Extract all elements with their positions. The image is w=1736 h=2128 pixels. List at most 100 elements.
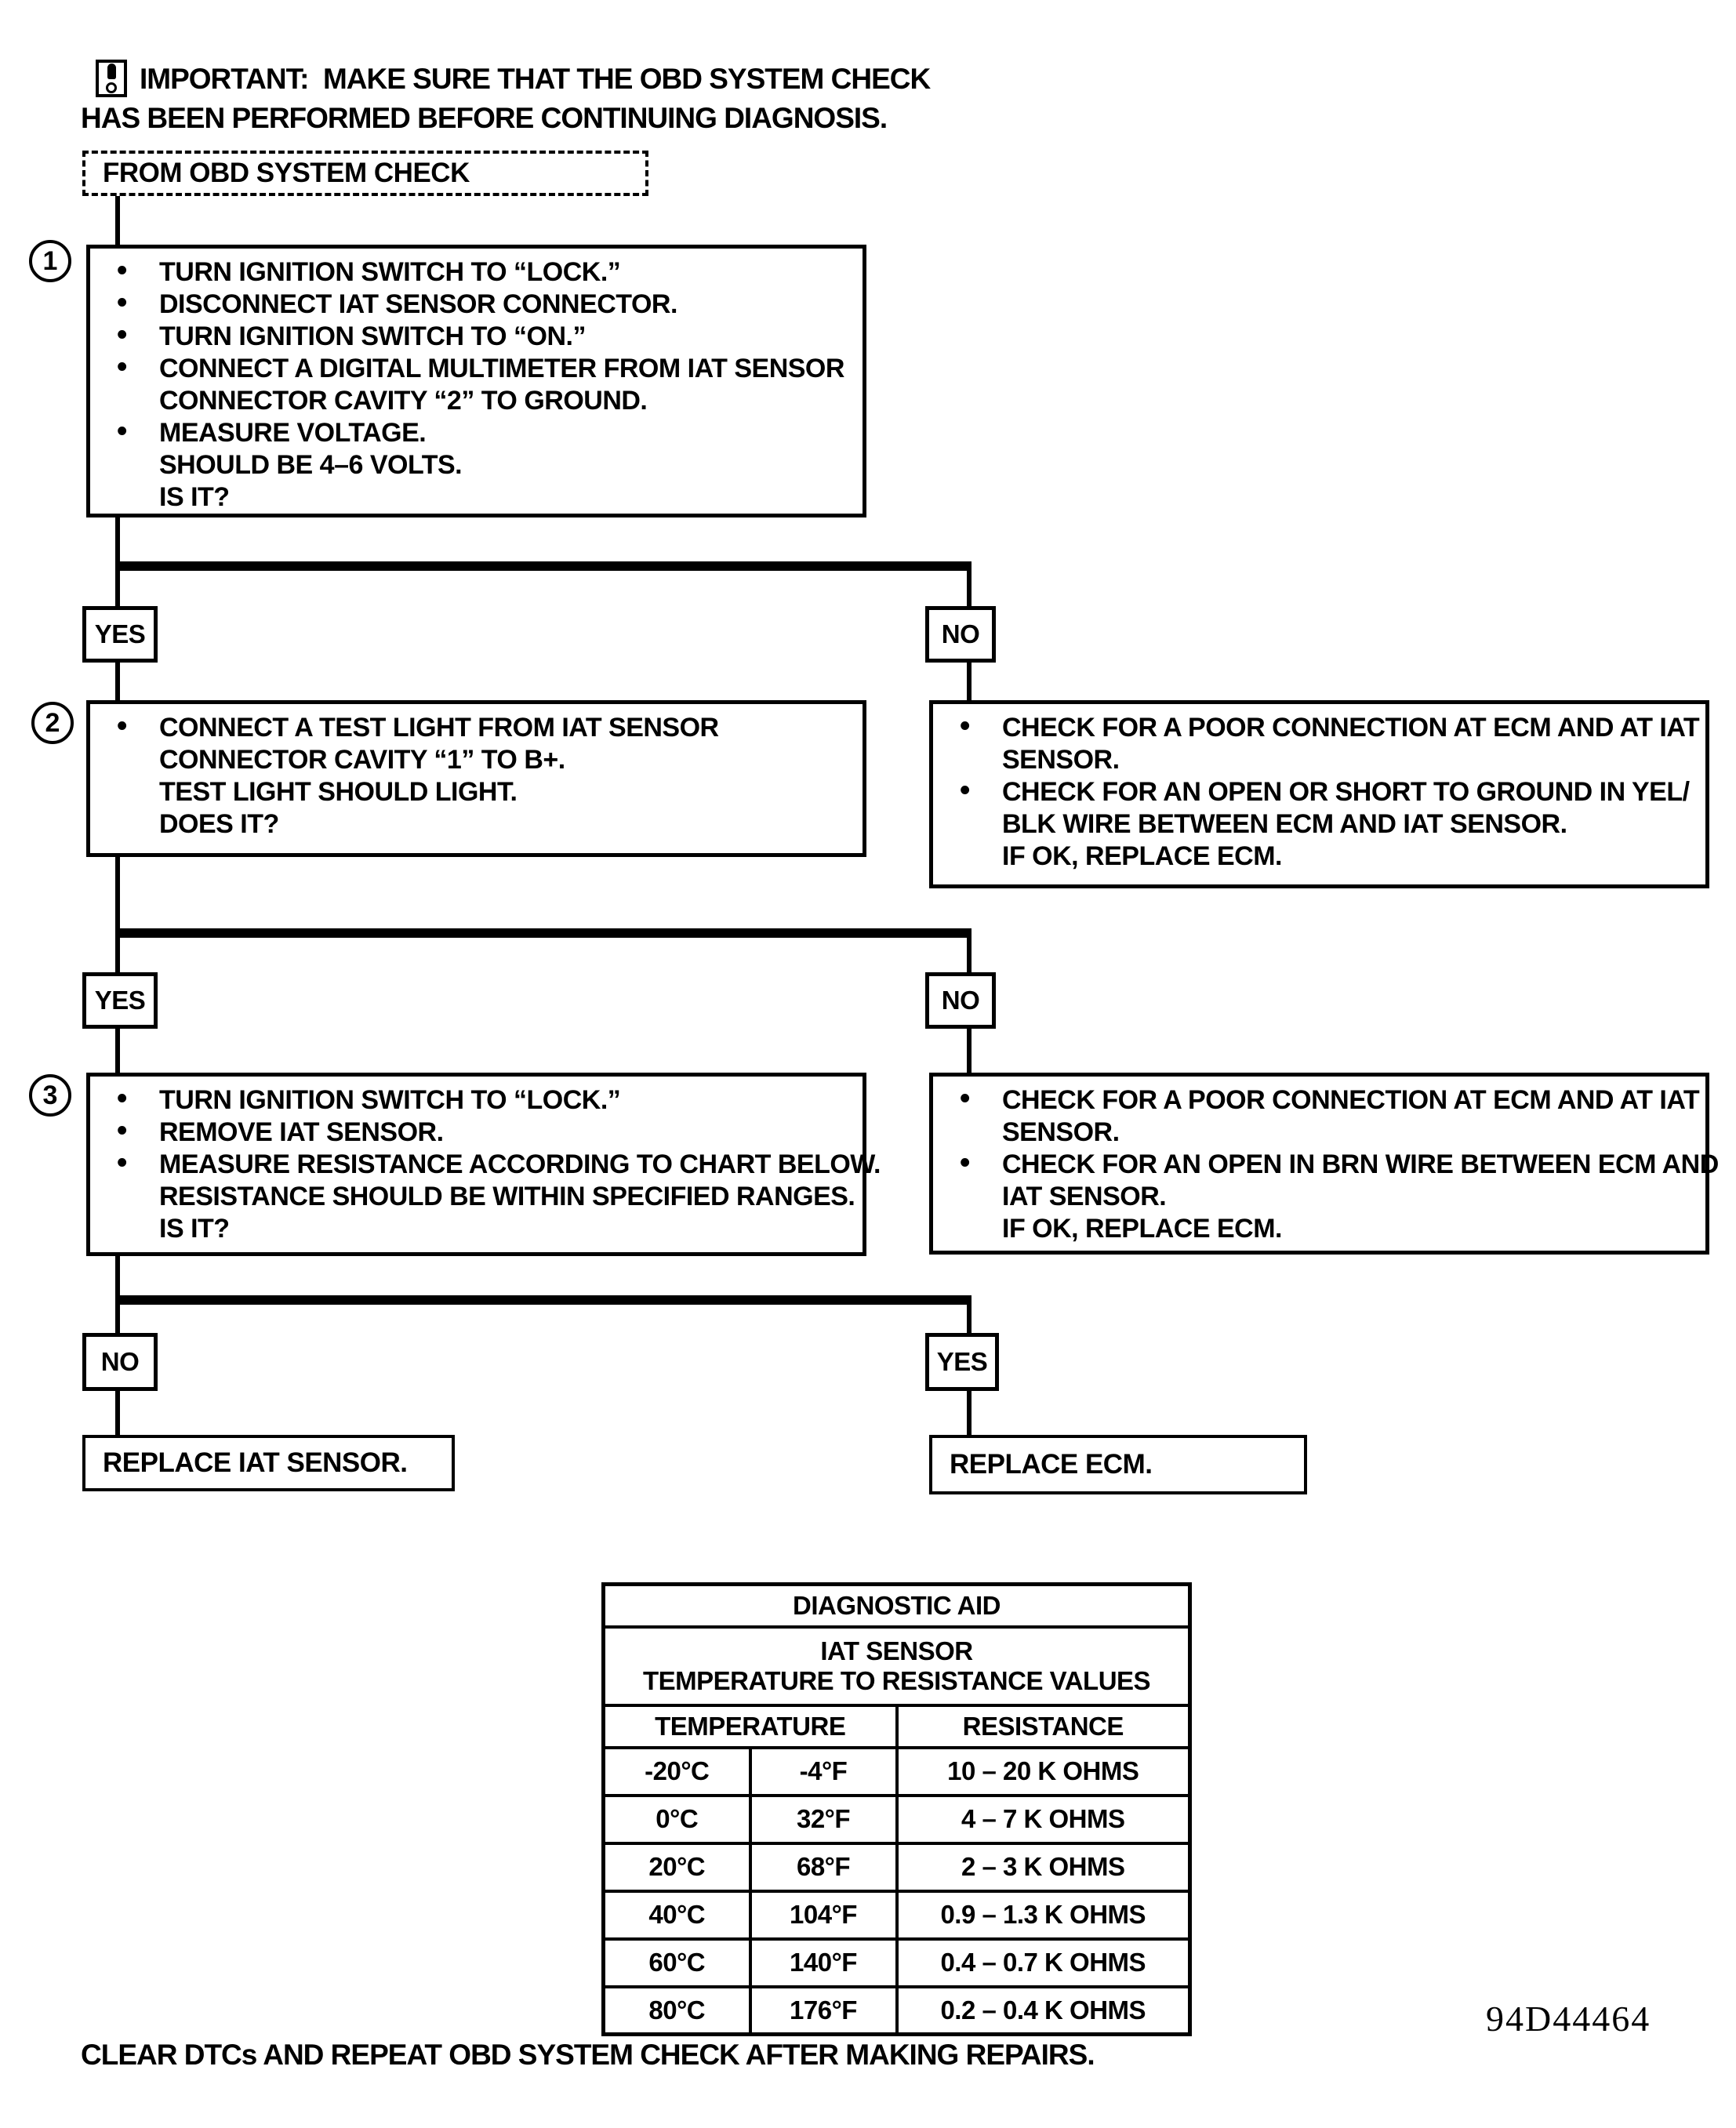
step-1-box: TURN IGNITION SWITCH TO “LOCK.” DISCONNE… <box>86 245 866 517</box>
connector-line <box>115 1295 972 1305</box>
table-row: 20°C 68°F 2 – 3 K OHMS <box>601 1841 1192 1893</box>
temp-c-cell: 0°C <box>601 1793 752 1845</box>
connector-line <box>115 1391 120 1435</box>
temp-f-cell: 32°F <box>748 1793 899 1845</box>
step-3-line: MEASURE RESISTANCE ACCORDING TO CHART BE… <box>90 1147 881 1181</box>
step-1-number: 1 <box>29 240 71 282</box>
no-branch-1-line: CHECK FOR A POOR CONNECTION AT ECM AND A… <box>933 710 1705 744</box>
step-2-line: TEST LIGHT SHOULD LIGHT. <box>159 777 518 807</box>
step-3-number: 3 <box>29 1074 71 1117</box>
step-1-line: TURN IGNITION SWITCH TO “LOCK.” <box>90 255 863 289</box>
connector-line <box>115 928 972 938</box>
column-header-resistance: RESISTANCE <box>895 1703 1192 1749</box>
temp-c-cell: 60°C <box>601 1937 752 1988</box>
connector-line <box>115 514 120 561</box>
table-subtitle-line1: IAT SENSOR <box>820 1636 973 1665</box>
table-row: -20°C -4°F 10 – 20 K OHMS <box>601 1745 1192 1797</box>
step-3-box: TURN IGNITION SWITCH TO “LOCK.” REMOVE I… <box>86 1073 881 1256</box>
yes-label-1: YES <box>82 606 158 663</box>
temp-c-cell: -20°C <box>601 1745 752 1797</box>
step-2-number: 2 <box>31 702 74 744</box>
no-label-3: NO <box>82 1333 158 1391</box>
step-3-line: IS IT? <box>159 1214 230 1244</box>
no-branch-1-line: CHECK FOR AN OPEN OR SHORT TO GROUND IN … <box>933 775 1705 808</box>
document-id: 94D44464 <box>1486 1999 1651 2039</box>
diagnostic-aid-table: DIAGNOSTIC AID IAT SENSOR TEMPERATURE TO… <box>601 1582 1192 2036</box>
step-3-line: TURN IGNITION SWITCH TO “LOCK.” <box>90 1083 863 1117</box>
connector-line <box>115 938 120 972</box>
no-branch-1-line: IF OK, REPLACE ECM. <box>1002 841 1282 871</box>
column-header-temperature: TEMPERATURE <box>601 1703 899 1749</box>
step-2-box: CONNECT A TEST LIGHT FROM IAT SENSOR CON… <box>86 700 866 857</box>
start-node-label: FROM OBD SYSTEM CHECK <box>103 158 470 188</box>
no-branch-2-line: CHECK FOR A POOR CONNECTION AT ECM AND A… <box>933 1083 1705 1117</box>
connector-line <box>967 663 972 700</box>
resistance-cell: 2 – 3 K OHMS <box>895 1841 1192 1893</box>
resistance-cell: 0.2 – 0.4 K OHMS <box>895 1985 1192 2036</box>
table-subtitle-line2: TEMPERATURE TO RESISTANCE VALUES <box>642 1665 1151 1695</box>
connector-line <box>115 196 120 245</box>
table-row: 60°C 140°F 0.4 – 0.7 K OHMS <box>601 1937 1192 1988</box>
terminal-replace-iat-sensor: REPLACE IAT SENSOR. <box>82 1435 455 1491</box>
no-branch-1-line: BLK WIRE BETWEEN ECM AND IAT SENSOR. <box>1002 809 1567 839</box>
footer-note: CLEAR DTCs AND REPEAT OBD SYSTEM CHECK A… <box>81 2039 1095 2071</box>
exclamation-stem <box>107 64 116 79</box>
connector-line <box>115 1305 120 1333</box>
resistance-cell: 10 – 20 K OHMS <box>895 1745 1192 1797</box>
table-title: DIAGNOSTIC AID <box>601 1582 1192 1629</box>
step-3-line: REMOVE IAT SENSOR. <box>90 1115 863 1149</box>
connector-line <box>115 561 972 571</box>
no-branch-2-line: CHECK FOR AN OPEN IN BRN WIRE BETWEEN EC… <box>933 1147 1719 1181</box>
no-label-2: NO <box>925 972 996 1029</box>
important-exclamation-icon <box>96 60 127 97</box>
step-1-line: DISCONNECT IAT SENSOR CONNECTOR. <box>90 287 863 321</box>
no-branch-2-line: SENSOR. <box>1002 1117 1120 1147</box>
connector-line <box>967 571 972 606</box>
important-note-line1: IMPORTANT: MAKE SURE THAT THE OBD SYSTEM… <box>140 63 931 95</box>
no-branch-1-line: SENSOR. <box>1002 745 1120 775</box>
table-subtitle: IAT SENSOR TEMPERATURE TO RESISTANCE VAL… <box>601 1625 1192 1707</box>
temp-f-cell: -4°F <box>748 1745 899 1797</box>
temp-f-cell: 176°F <box>748 1985 899 2036</box>
step-1-line: CONNECT A DIGITAL MULTIMETER FROM IAT SE… <box>90 351 863 385</box>
step-1-line: CONNECTOR CAVITY “2” TO GROUND. <box>159 386 648 416</box>
step-1-line: SHOULD BE 4–6 VOLTS. <box>159 450 463 480</box>
connector-line <box>115 857 120 928</box>
temp-c-cell: 20°C <box>601 1841 752 1893</box>
connector-line <box>115 1029 120 1073</box>
no-label-1: NO <box>925 606 996 663</box>
no-branch-2-line: IF OK, REPLACE ECM. <box>1002 1214 1282 1244</box>
temp-f-cell: 104°F <box>748 1889 899 1941</box>
temp-c-cell: 80°C <box>601 1985 752 2036</box>
important-note-line2: HAS BEEN PERFORMED BEFORE CONTINUING DIA… <box>81 102 888 134</box>
temp-c-cell: 40°C <box>601 1889 752 1941</box>
connector-line <box>967 1391 972 1435</box>
table-row: 40°C 104°F 0.9 – 1.3 K OHMS <box>601 1889 1192 1941</box>
table-row: 0°C 32°F 4 – 7 K OHMS <box>601 1793 1192 1845</box>
terminal-replace-ecm: REPLACE ECM. <box>929 1435 1307 1494</box>
connector-line <box>115 663 120 700</box>
connector-line <box>967 938 972 972</box>
yes-label-3: YES <box>925 1333 999 1391</box>
table-row: 80°C 176°F 0.2 – 0.4 K OHMS <box>601 1985 1192 2036</box>
step-1-line: TURN IGNITION SWITCH TO “ON.” <box>90 319 863 353</box>
connector-line <box>115 1256 120 1295</box>
start-node: FROM OBD SYSTEM CHECK <box>82 151 648 196</box>
temp-f-cell: 140°F <box>748 1937 899 1988</box>
yes-label-2: YES <box>82 972 158 1029</box>
step-1-line: MEASURE VOLTAGE. <box>90 416 863 449</box>
no-branch-2-line: IAT SENSOR. <box>1002 1182 1167 1211</box>
no-branch-2-box: CHECK FOR A POOR CONNECTION AT ECM AND A… <box>929 1073 1719 1255</box>
step-2-line: CONNECT A TEST LIGHT FROM IAT SENSOR <box>90 710 863 744</box>
no-branch-1-box: CHECK FOR A POOR CONNECTION AT ECM AND A… <box>929 700 1709 888</box>
connector-line <box>967 1305 972 1333</box>
exclamation-dot <box>106 82 117 93</box>
resistance-cell: 4 – 7 K OHMS <box>895 1793 1192 1845</box>
connector-line <box>115 571 120 606</box>
temp-f-cell: 68°F <box>748 1841 899 1893</box>
resistance-cell: 0.4 – 0.7 K OHMS <box>895 1937 1192 1988</box>
step-2-line: DOES IT? <box>159 809 279 839</box>
step-2-line: CONNECTOR CAVITY “1” TO B+. <box>159 745 565 775</box>
step-3-line: RESISTANCE SHOULD BE WITHIN SPECIFIED RA… <box>159 1182 855 1211</box>
